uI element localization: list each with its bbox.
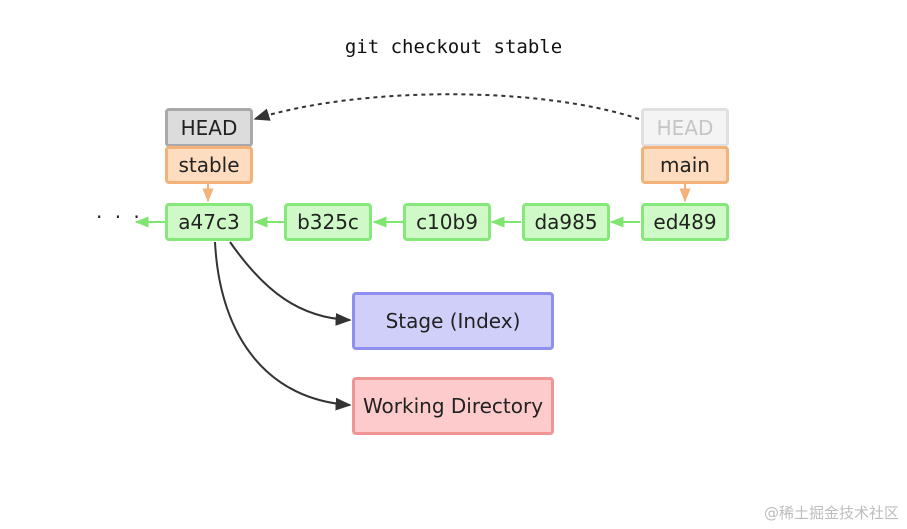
commit-node: b325c [284, 203, 372, 241]
commit-node: ed489 [641, 203, 729, 241]
history-ellipsis: · · · [96, 205, 143, 229]
commit-node: a47c3 [165, 203, 253, 241]
watermark: @稀土掘金技术社区 [763, 504, 899, 522]
branch-main: main [641, 146, 729, 184]
working-directory-box: Working Directory [352, 377, 554, 435]
commit-node: c10b9 [403, 203, 491, 241]
head-pointer-previous: HEAD [641, 108, 729, 147]
head-pointer: HEAD [165, 108, 253, 147]
head-move-arrow [253, 93, 640, 121]
branch-stable: stable [165, 146, 253, 184]
commit-node: da985 [522, 203, 610, 241]
command-caption: git checkout stable [344, 36, 563, 58]
stage-index-box: Stage (Index) [352, 292, 554, 350]
commit-to-stage-arrow [229, 241, 352, 326]
commit-to-workdir-arrow [214, 241, 352, 411]
